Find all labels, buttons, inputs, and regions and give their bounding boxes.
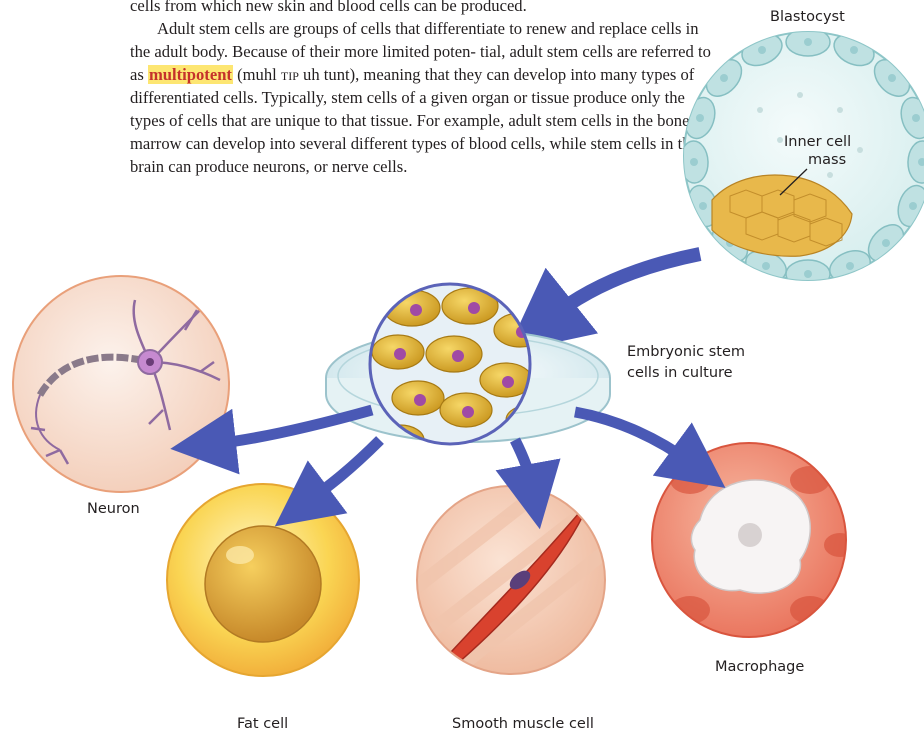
smooth-muscle-cell-illustration	[400, 460, 620, 690]
neuron-illustration	[13, 276, 229, 492]
arrow-to-fat-cell-icon	[310, 440, 380, 500]
arrow-to-neuron-icon	[214, 410, 372, 444]
fat-cell-illustration	[167, 484, 359, 676]
label-smooth-muscle-cell: Smooth muscle cell	[452, 715, 594, 733]
arrow-to-muscle-cell-icon	[515, 440, 532, 486]
label-inner-cell: Inner cell	[784, 133, 851, 151]
label-embryonic-stem: Embryonic stem	[627, 343, 745, 361]
label-fat-cell: Fat cell	[237, 715, 288, 733]
label-macrophage: Macrophage	[715, 658, 804, 676]
blastocyst-illustration	[679, 28, 924, 288]
label-blastocyst: Blastocyst	[770, 8, 845, 26]
label-inner-mass: mass	[808, 151, 846, 169]
label-neuron: Neuron	[87, 500, 140, 518]
arrow-to-macrophage-icon	[575, 412, 690, 462]
macrophage-illustration	[652, 443, 856, 637]
arrow-to-culture-icon	[550, 254, 700, 318]
label-cells-in-culture: cells in culture	[627, 364, 733, 382]
